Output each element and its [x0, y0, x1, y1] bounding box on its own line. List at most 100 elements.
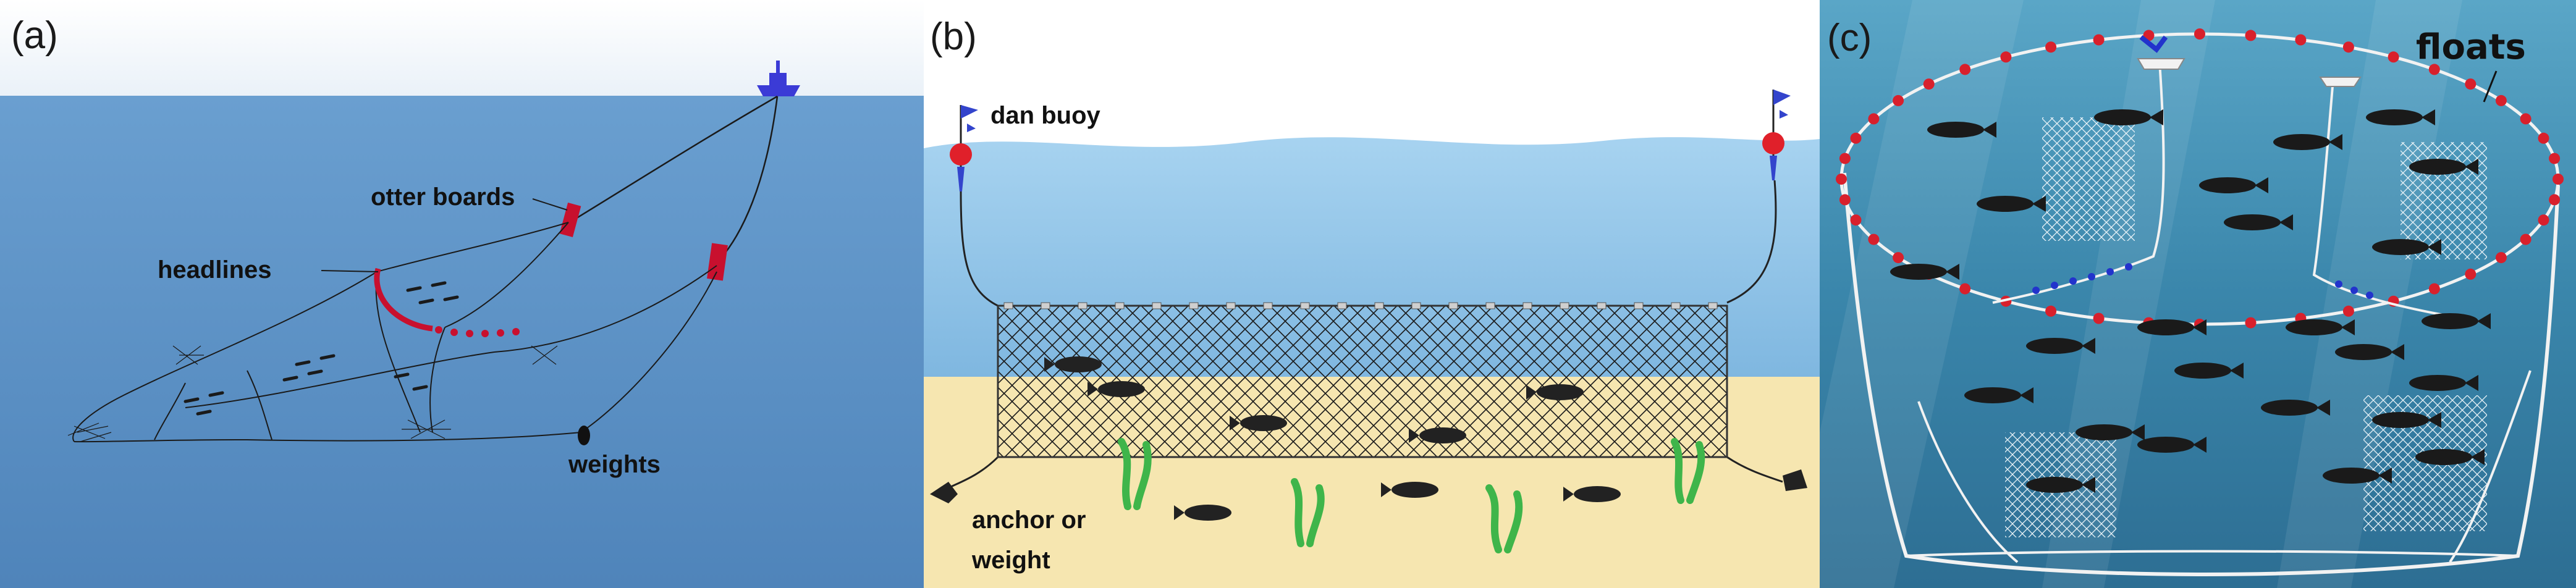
float [2549, 194, 2561, 206]
float [2342, 41, 2354, 53]
float [2000, 51, 2012, 63]
float [2388, 51, 2399, 63]
leader-floats [2483, 70, 2498, 103]
headline-floats [435, 326, 520, 337]
seiner-boat-icon [2137, 35, 2185, 70]
fish [2026, 338, 2083, 354]
float [2045, 41, 2057, 53]
float [1839, 153, 1851, 164]
gillnet-mesh [997, 304, 1728, 458]
fish [2261, 400, 2318, 416]
leader-otter-boards [532, 198, 568, 211]
net-bottom-ring [1906, 550, 2519, 557]
gillnet-diagram: dan buoy anchor or weight (b) [924, 0, 1820, 588]
fish [2323, 468, 2380, 484]
water [0, 96, 924, 588]
fish-tail [2150, 109, 2163, 125]
float [1850, 132, 1862, 144]
fish-tail [1983, 122, 1996, 138]
anchor-left-icon [930, 482, 958, 503]
fish-tail [2391, 344, 2404, 360]
fish-tail [2255, 177, 2268, 193]
fish [2422, 313, 2478, 329]
purse-lines [1917, 61, 2532, 563]
float [1839, 194, 1851, 206]
float [2520, 113, 2532, 125]
float [1850, 214, 1862, 226]
float [2342, 305, 2354, 317]
label-anchor-line2: weight [971, 547, 1050, 574]
dan-buoy-left [950, 105, 978, 191]
panel-label-b: (b) [930, 15, 977, 58]
fish-tail [2477, 313, 2491, 329]
fish-tail [2378, 468, 2392, 484]
float [2245, 317, 2257, 329]
lead-line-weights [2032, 263, 2373, 299]
fish-tail [2082, 338, 2095, 354]
fish-tail [2230, 363, 2244, 379]
float [2549, 153, 2561, 164]
panel-a-trawl-net: otter boards headlines weights (a) [0, 0, 924, 588]
fish-tail [2279, 214, 2293, 230]
fish [2273, 134, 2330, 150]
fish-group [1044, 356, 1621, 521]
fish-tail [2428, 239, 2441, 255]
float [1868, 233, 1880, 245]
fish [2137, 319, 2194, 335]
fish-tail [2471, 449, 2485, 465]
float [1959, 283, 1971, 295]
fish-tail [2422, 109, 2435, 125]
fish [2224, 214, 2281, 230]
float [2093, 313, 2105, 324]
fish-school [1890, 109, 2491, 493]
sky [924, 0, 1820, 133]
seaweed [1118, 438, 1705, 553]
fish [2137, 437, 2194, 453]
float [2495, 94, 2507, 106]
fish [2174, 363, 2231, 379]
buoy-ropes [948, 180, 1783, 489]
dan-buoy-right [1762, 90, 1791, 180]
fish [1890, 264, 1947, 280]
float [1893, 94, 1904, 106]
label-headlines: headlines [158, 256, 272, 284]
warp-lines [574, 95, 779, 260]
float [2295, 34, 2307, 46]
fish [2372, 239, 2429, 255]
fish [2415, 449, 2472, 465]
otter-board-left [559, 203, 581, 237]
net-wall [1843, 172, 2560, 576]
otter-board-right [707, 243, 728, 281]
label-weights: weights [568, 451, 661, 478]
fish-tail [2193, 437, 2206, 453]
purse-seine-diagram: floats (c) [1820, 0, 2576, 588]
float [2045, 305, 2057, 317]
panel-label-a: (a) [11, 14, 58, 57]
fish [2409, 159, 2466, 175]
fish [1964, 387, 2021, 403]
float [2245, 30, 2257, 41]
float [2194, 28, 2205, 40]
panel-c-purse-seine: floats (c) [1820, 0, 2576, 588]
boat-icon [757, 61, 800, 96]
fish-tail [2082, 477, 2095, 493]
fish [2286, 319, 2342, 335]
headrope-floats [1003, 302, 1718, 309]
float [2538, 214, 2549, 226]
leader-headlines [321, 270, 379, 272]
fish [2076, 424, 2132, 440]
headline-rope [374, 267, 433, 332]
float [1959, 64, 1971, 75]
fish-tail [2465, 375, 2478, 391]
fish [2199, 177, 2256, 193]
fish-tail [2316, 400, 2330, 416]
float [2093, 34, 2105, 46]
fish-tail [2465, 159, 2478, 175]
fish [2335, 344, 2392, 360]
float [2520, 233, 2532, 245]
float [2428, 283, 2440, 295]
fish-tail [2131, 424, 2145, 440]
mesh-patches [67, 345, 558, 442]
weight-icon [578, 426, 590, 445]
float [1868, 113, 1880, 125]
